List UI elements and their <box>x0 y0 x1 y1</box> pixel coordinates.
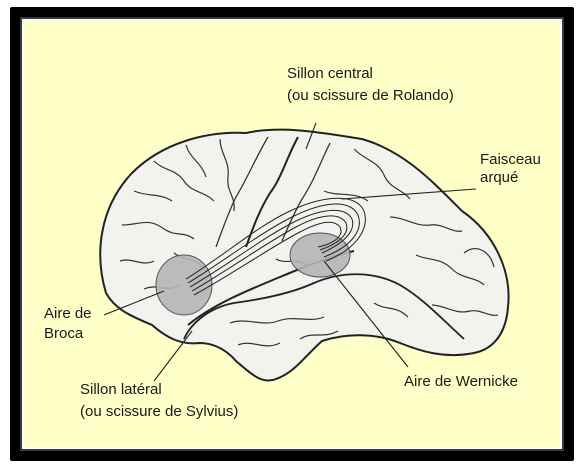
wernicke-line1: Aire de Wernicke <box>404 373 518 391</box>
broca-area <box>156 255 212 315</box>
diagram-panel: Sillon central (ou scissure de Rolando) … <box>22 19 562 449</box>
label-wernicke: Aire de Wernicke <box>404 373 518 391</box>
sillon-lateral-line2: (ou scissure de Sylvius) <box>80 403 238 421</box>
wernicke-area <box>290 233 350 277</box>
faisceau-line2: arqué <box>480 169 541 187</box>
broca-line1: Aire de <box>44 305 92 323</box>
label-faisceau-arque: Faisceau arqué <box>480 151 541 187</box>
faisceau-line1: Faisceau <box>480 151 541 169</box>
outer-frame: Sillon central (ou scissure de Rolando) … <box>10 7 574 461</box>
sillon-central-line2: (ou scissure de Rolando) <box>287 87 454 105</box>
sillon-lateral-line1: Sillon latéral <box>80 381 238 399</box>
label-sillon-central: Sillon central (ou scissure de Rolando) <box>287 65 454 105</box>
sillon-central-line1: Sillon central <box>287 65 454 83</box>
label-broca: Aire de Broca <box>44 305 92 343</box>
label-sillon-lateral: Sillon latéral (ou scissure de Sylvius) <box>80 381 238 421</box>
broca-line2: Broca <box>44 325 92 343</box>
